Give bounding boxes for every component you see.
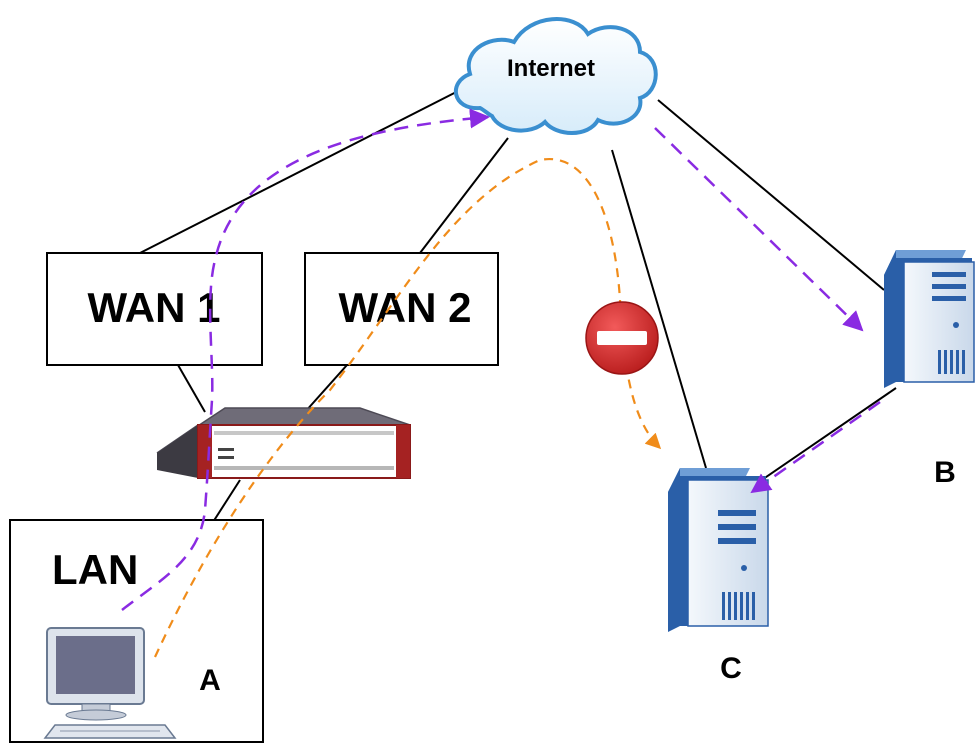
blocked-path <box>154 157 662 658</box>
link-wan2-internet <box>419 137 509 254</box>
link-b-c <box>749 387 897 489</box>
connection-lines <box>139 84 897 629</box>
path-a-to-c-blocked <box>154 157 662 658</box>
path-internet-to-b <box>654 127 864 332</box>
cloud-icon <box>453 17 658 135</box>
computer-icon <box>43 627 177 739</box>
path-b-to-c <box>750 400 881 494</box>
allowed-path <box>121 108 881 611</box>
server-c-label: C <box>720 652 742 685</box>
wan2-box: WAN 2 <box>304 252 499 366</box>
host-a-label: A <box>199 664 221 697</box>
link-wan1-internet <box>139 84 471 254</box>
link-wan1-router <box>177 364 206 413</box>
wan1-box: WAN 1 <box>46 252 263 366</box>
link-internet-c <box>611 149 707 469</box>
server-icon <box>884 250 975 388</box>
internet-label: Internet <box>507 55 595 82</box>
server-b-label: B <box>934 456 956 489</box>
lan-label: LAN <box>52 546 138 593</box>
no-entry-icon <box>585 301 659 375</box>
link-internet-b <box>657 99 885 291</box>
wan2-label: WAN 2 <box>338 284 471 331</box>
link-wan2-router <box>304 364 348 413</box>
router-icon <box>156 407 411 479</box>
path-a-to-internet <box>121 108 490 611</box>
internet-cloud: Internet <box>453 17 658 135</box>
server-icon <box>668 468 769 632</box>
wan1-label: WAN 1 <box>87 284 220 331</box>
